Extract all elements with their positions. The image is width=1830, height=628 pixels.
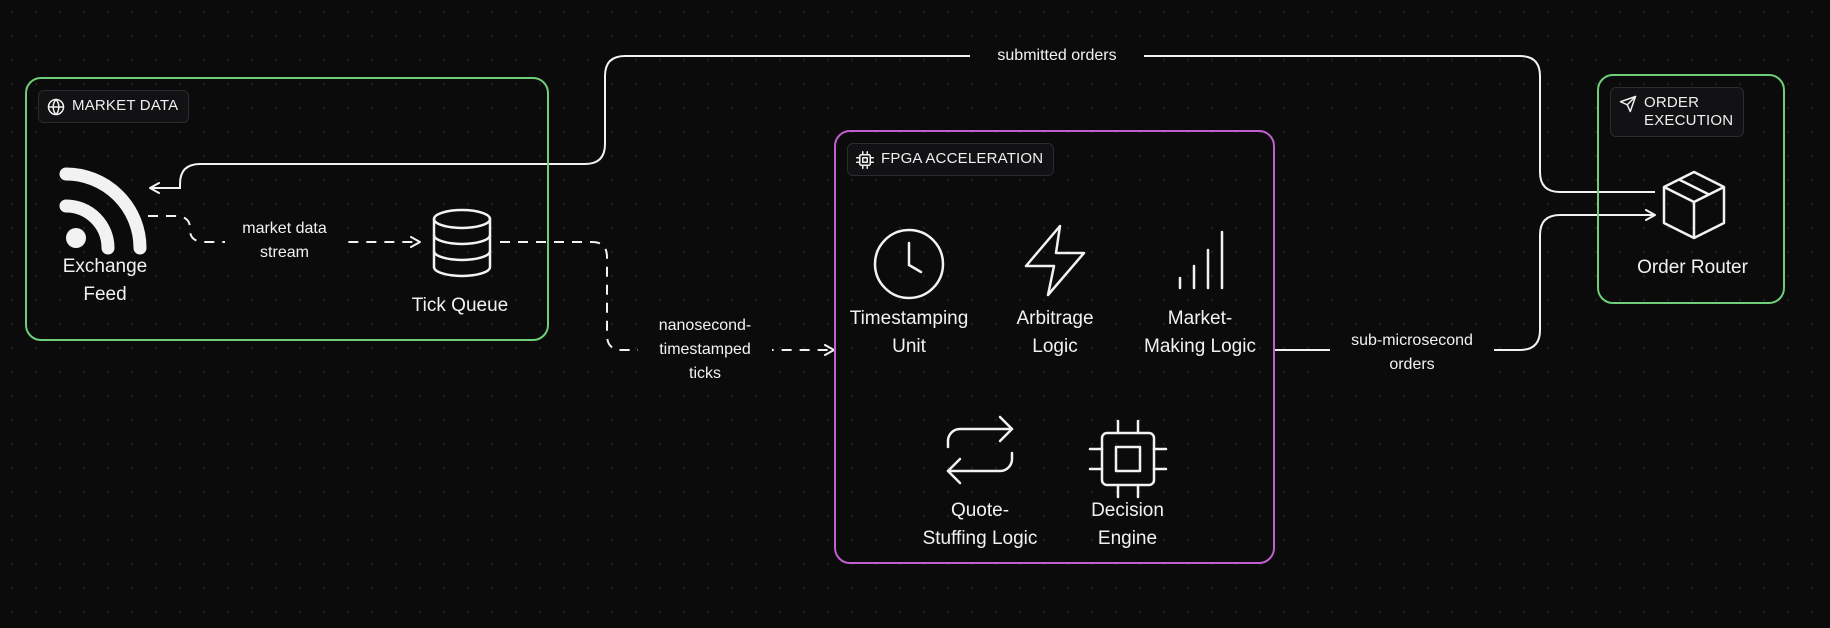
rss-icon: [59, 167, 147, 255]
signal-bars-icon: [1178, 230, 1224, 290]
tick-queue-label: Tick Queue: [411, 295, 509, 316]
submitted-orders-label: submitted orders: [970, 44, 1144, 68]
globe-icon: [47, 98, 65, 116]
clock-icon: [873, 228, 945, 300]
package-icon: [1662, 170, 1726, 240]
nanosecond-ticks-label: nanosecond- timestamped ticks: [638, 314, 772, 386]
order-router-label: Order Router: [1637, 257, 1748, 278]
market-data-group-label: MARKET DATA: [38, 90, 190, 123]
fpga-group-title: FPGA ACCELERATION: [881, 150, 1044, 167]
edge-nanosecond-ticks: [500, 241, 835, 356]
edge-submitted-orders: [149, 55, 1655, 194]
arbitrage-logic-label: Arbitrage Logic: [1016, 308, 1094, 357]
lightning-icon: [1024, 224, 1086, 297]
order-execution-group-label: ORDER EXECUTION: [1610, 87, 1745, 137]
send-icon: [1619, 95, 1637, 113]
decision-engine-label: Decision Engine: [1091, 500, 1164, 549]
fpga-group-label: FPGA ACCELERATION: [847, 143, 1055, 176]
market-data-stream-label: market data stream: [225, 217, 344, 265]
order-execution-group: ORDER EXECUTION: [1597, 74, 1785, 304]
market-data-group: MARKET DATA: [25, 77, 549, 341]
sub-microsecond-orders-label: sub-microsecond orders: [1330, 329, 1494, 377]
edge-sub-microsecond-orders: [1275, 209, 1656, 351]
database-icon: [432, 208, 492, 278]
exchange-feed-label: Exchange Feed: [62, 256, 148, 305]
fpga-acceleration-group: FPGA ACCELERATION: [834, 130, 1275, 564]
timestamping-unit-label: Timestamping Unit: [849, 308, 969, 357]
order-execution-group-title: ORDER EXECUTION: [1644, 94, 1734, 129]
market-data-group-title: MARKET DATA: [72, 97, 179, 114]
market-making-logic-label: Market- Making Logic: [1144, 308, 1256, 357]
chip-icon: [856, 151, 874, 169]
cpu-icon: [1088, 419, 1168, 499]
quote-stuffing-logic-label: Quote- Stuffing Logic: [922, 500, 1038, 549]
repeat-icon: [946, 415, 1014, 485]
